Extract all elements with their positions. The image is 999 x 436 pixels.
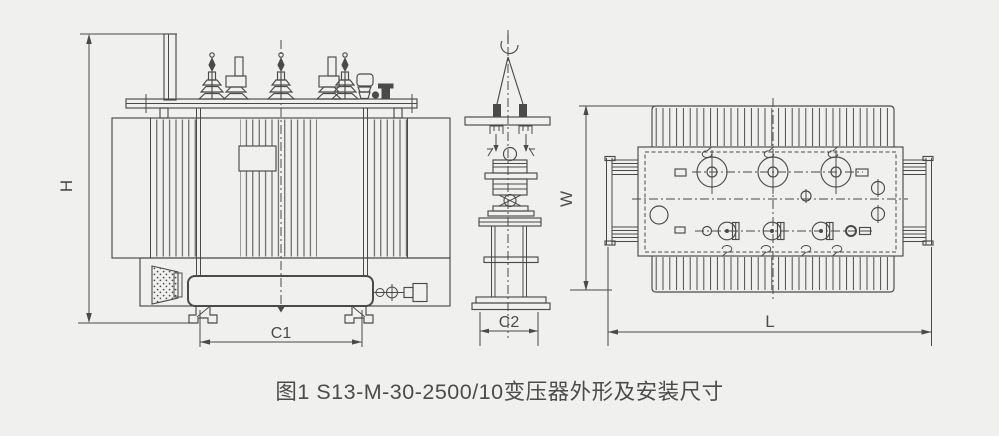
thermometer-knob: [371, 91, 380, 99]
cooling-corrugation-detail: [151, 265, 183, 305]
dimension-l: L: [607, 247, 932, 346]
figure-caption: 图1 S13-M-30-2500/10变压器外形及安装尺寸: [275, 380, 724, 404]
grounding-terminal: [845, 225, 872, 237]
dimension-c2: C2: [479, 312, 539, 346]
dimension-label-l: L: [765, 312, 774, 331]
vent-pipe: [163, 33, 177, 101]
radiator-fins-center: [240, 119, 317, 257]
side-cover-plate: [464, 116, 551, 126]
foot-left: [188, 306, 218, 324]
corrugated-tank-body: [111, 108, 451, 277]
tie-rod-left: [196, 108, 201, 277]
dimension-label-c2: C2: [499, 314, 520, 331]
nameplate: [238, 145, 277, 172]
pad-top-right: [855, 168, 869, 177]
dimension-h: H: [57, 33, 196, 324]
lower-column-side: [471, 217, 551, 311]
lifting-hook: [500, 34, 519, 55]
cover-clamps: [489, 125, 533, 134]
drain-valve: [373, 282, 428, 303]
oil-filling-hole: [800, 189, 812, 203]
lifting-lug-right: [519, 104, 527, 117]
bushing-side-profile: [487, 134, 535, 162]
center-mark: [277, 306, 285, 313]
hv-bushings-top: [696, 150, 852, 194]
thermometer-seat-2: [870, 205, 886, 223]
pad-top-left: [674, 168, 687, 177]
dimension-label-c1: C1: [271, 325, 292, 342]
top-view: W: [557, 98, 934, 346]
tank-outline-top: [637, 146, 904, 257]
foot-right: [344, 306, 374, 324]
manhole: [649, 205, 669, 225]
pressure-valve-cap: [378, 83, 394, 99]
radiator-fins-right: [369, 119, 407, 257]
core-stack-side: [484, 159, 538, 217]
mounting-rail-left: [604, 155, 638, 246]
lifting-lug-left: [493, 104, 501, 117]
base-assembly: [139, 257, 451, 324]
dimension-w: W: [557, 105, 658, 291]
small-fitting-left: [701, 225, 713, 237]
radiator-fins-left: [152, 119, 197, 257]
dimension-c1: C1: [199, 310, 363, 347]
tie-rod-right: [363, 108, 368, 277]
cover-outline-dashed: [644, 151, 897, 253]
thermometer-seat-1: [870, 179, 886, 197]
lifting-sling: [493, 56, 527, 117]
side-view: C2: [464, 30, 551, 346]
hv-bushing-top-2: [757, 150, 789, 194]
dimension-label-w: W: [557, 191, 576, 207]
pad-bottom-left: [674, 226, 686, 234]
oil-level-gauge: [356, 73, 374, 100]
mounting-rail-right: [903, 155, 934, 246]
front-view: H: [57, 33, 451, 347]
dimension-label-h: H: [57, 180, 76, 192]
hv-bushing-top-1: [696, 150, 728, 194]
